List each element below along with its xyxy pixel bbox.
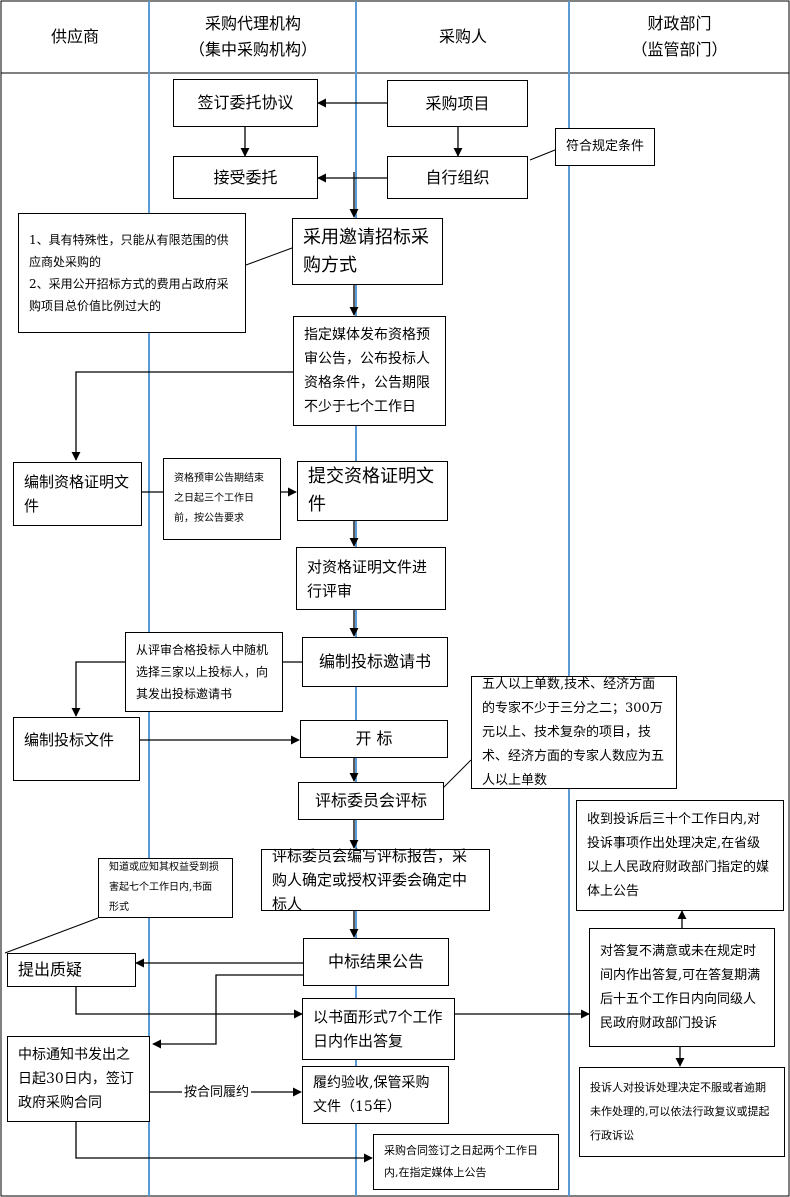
header-finance-line-1: 财政部门 (647, 14, 712, 33)
meets-conditions-text: 符合规定条件 (565, 139, 644, 154)
sign-agreement-box: 签订委托协议 (173, 79, 318, 127)
complaint-decision-box: 收到投诉后三十个工作日内,对投诉事项作出处理决定,在省级以上人民政府财政部门指定… (576, 800, 784, 911)
expert-note-box: 五人以上单数,技术、经济方面的专家不少于三分之二；300万元以上、技术复杂的项目… (471, 676, 677, 789)
file-complaint-text: 对答复不满意或未在规定时间内作出答复,可在答复期满后十五个工作日内向同级人民政府… (600, 943, 761, 1031)
perform-contract-label: 按合同履约 (182, 1083, 252, 1103)
prepare-invitation-box: 编制投标邀请书 (302, 637, 448, 687)
submit-qual-docs-text: 提交资格证明文件 (308, 466, 434, 515)
header-finance: 财政部门 （监管部门） (570, 2, 789, 72)
header-finance-line-2: （监管部门） (631, 40, 728, 59)
rights-note-text: 知道或应知其权益受到损害起七个工作日内,书面形式 (109, 862, 219, 913)
meets-conditions-box: 符合规定条件 (555, 128, 655, 166)
submit-qual-docs-box: 提交资格证明文件 (297, 461, 448, 521)
sign-agreement-text: 签订委托协议 (197, 93, 294, 112)
select-bidders-note-box: 从评审合格投标人中随机选择三家以上投标人，向其发出投标邀请书 (125, 632, 283, 712)
qual-deadline-note-text: 资格预审公告期结束之日起三个工作日前，按公告要求 (174, 473, 264, 524)
eval-report-box: 评标委员会编写评标报告，采购人确定或授权评委会确定中标人 (261, 847, 490, 913)
sign-contract-box: 中标通知书发出之日起30日内，签订政府采购合同 (7, 1036, 150, 1122)
publish-notice-box: 指定媒体发布资格预审公告，公布投标人资格条件，公告期限不少于七个工作日 (293, 316, 446, 426)
eval-report-text: 评标委员会编写评标报告，采购人确定或授权评委会确定中标人 (272, 847, 468, 913)
contract-notice-text: 采购合同签订之日起两个工作日内,在指定媒体上公告 (384, 1144, 538, 1179)
raise-query-text: 提出质疑 (18, 960, 83, 979)
award-notice-text: 中标结果公告 (327, 952, 424, 971)
conditions-note-text: 1、具有特殊性，只能从有限范围的供应商处采购的 2、采用公开招标方式的费用占政府… (29, 233, 229, 313)
prepare-bid-docs-box: 编制投标文件 (13, 717, 140, 781)
qual-deadline-note-box: 资格预审公告期结束之日起三个工作日前，按公告要求 (163, 458, 281, 540)
acceptance-box: 履约验收,保管采购文件（15年） (302, 1066, 449, 1124)
prepare-invitation-text: 编制投标邀请书 (318, 652, 431, 671)
raise-query-box: 提出质疑 (7, 953, 136, 987)
select-bidders-note-text: 从评审合格投标人中随机选择三家以上投标人，向其发出投标邀请书 (136, 643, 269, 701)
invite-method-box: 采用邀请招标采购方式 (292, 218, 443, 285)
header-agency-line-1: 采购代理机构 (204, 14, 301, 33)
header-purchaser-line: 采购人 (438, 27, 487, 46)
purchase-project-box: 采购项目 (387, 80, 528, 127)
rights-note-box: 知道或应知其权益受到损害起七个工作日内,书面形式 (98, 858, 233, 918)
award-notice-box: 中标结果公告 (303, 938, 449, 986)
review-qual-docs-text: 对资格证明文件进行评审 (307, 557, 428, 600)
header-supplier-line: 供应商 (50, 27, 99, 46)
file-complaint-box: 对答复不满意或未在规定时间内作出答复,可在答复期满后十五个工作日内向同级人民政府… (589, 928, 775, 1047)
bid-opening-text: 开 标 (355, 729, 393, 748)
header-agency: 采购代理机构 （集中采购机构） (150, 2, 356, 72)
committee-eval-box: 评标委员会评标 (298, 782, 444, 820)
committee-eval-text: 评标委员会评标 (314, 791, 427, 810)
written-reply-text: 以书面形式7个工作日内作出答复 (313, 1008, 443, 1050)
review-litigation-text: 投诉人对投诉处理决定不服或者逾期未作处理的,可以依法行政复议或提起行政诉讼 (590, 1081, 770, 1142)
bid-opening-box: 开 标 (300, 720, 448, 758)
review-qual-docs-box: 对资格证明文件进行评审 (296, 547, 446, 610)
header-supplier: 供应商 (1, 2, 149, 72)
accept-commission-text: 接受委托 (213, 167, 278, 187)
perform-contract-text: 按合同履约 (184, 1085, 250, 1100)
conditions-note-box: 1、具有特殊性，只能从有限范围的供应商处采购的 2、采用公开招标方式的费用占政府… (18, 213, 246, 333)
invite-method-text: 采用邀请招标采购方式 (303, 226, 429, 276)
header-purchaser: 采购人 (357, 2, 569, 72)
publish-notice-text: 指定媒体发布资格预审公告，公布投标人资格条件，公告期限不少于七个工作日 (304, 327, 430, 415)
header-agency-line-2: （集中采购机构） (188, 40, 317, 59)
prepare-qual-docs-text: 编制资格证明文件 (24, 473, 130, 515)
written-reply-box: 以书面形式7个工作日内作出答复 (302, 998, 455, 1060)
complaint-decision-text: 收到投诉后三十个工作日内,对投诉事项作出处理决定,在省级以上人民政府财政部门指定… (587, 811, 770, 899)
prepare-qual-docs-box: 编制资格证明文件 (13, 462, 142, 526)
prepare-bid-docs-text: 编制投标文件 (24, 731, 115, 749)
acceptance-text: 履约验收,保管采购文件（15年） (313, 1075, 430, 1115)
self-organize-text: 自行组织 (425, 167, 490, 187)
accept-commission-box: 接受委托 (173, 156, 318, 199)
review-litigation-box: 投诉人对投诉处理决定不服或者逾期未作处理的,可以依法行政复议或提起行政诉讼 (579, 1067, 785, 1157)
purchase-project-text: 采购项目 (425, 93, 490, 113)
expert-note-text: 五人以上单数,技术、经济方面的专家不少于三分之二；300万元以上、技术复杂的项目… (482, 676, 665, 788)
self-organize-box: 自行组织 (387, 156, 528, 199)
sign-contract-text: 中标通知书发出之日起30日内，签订政府采购合同 (18, 1047, 134, 1111)
contract-notice-box: 采购合同签订之日起两个工作日内,在指定媒体上公告 (373, 1134, 559, 1190)
